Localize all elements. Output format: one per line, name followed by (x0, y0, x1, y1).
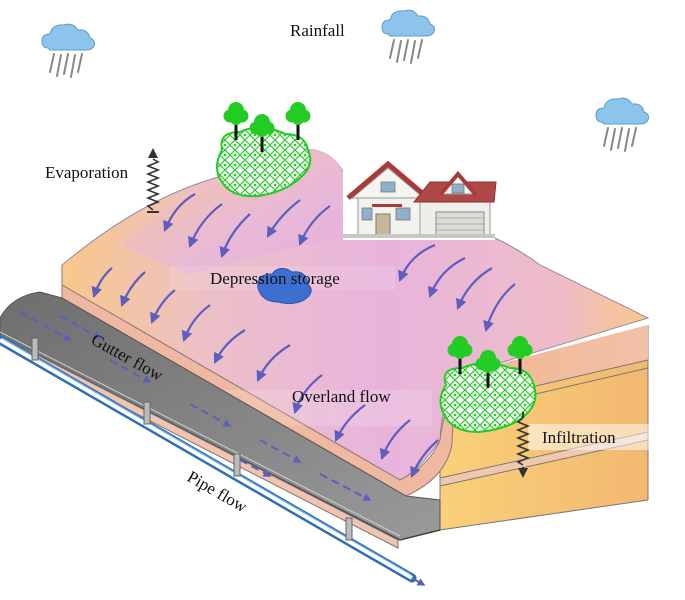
label-rainfall: Rainfall (290, 21, 345, 40)
label-infiltration: Infiltration (542, 428, 616, 447)
gutter-flow-arrows (19, 311, 372, 501)
tree-cluster-hill (216, 100, 312, 198)
label-overland-flow: Overland flow (292, 387, 391, 406)
tree-cluster-right (439, 334, 537, 434)
infiltration-arrow (515, 412, 531, 478)
label-depression-storage: Depression storage (210, 269, 340, 288)
label-evaporation: Evaporation (45, 163, 129, 182)
overland-flow-arrows (91, 193, 516, 479)
cloud-rain-icon (41, 23, 96, 79)
gutter (0, 291, 441, 549)
evaporation-arrow (145, 148, 161, 213)
drain-pipe (0, 335, 426, 586)
depression-storage-puddle (257, 268, 312, 305)
house-icon (343, 160, 497, 240)
cloud-rain-icon (595, 97, 650, 152)
cloud-rain-icon (381, 9, 436, 65)
